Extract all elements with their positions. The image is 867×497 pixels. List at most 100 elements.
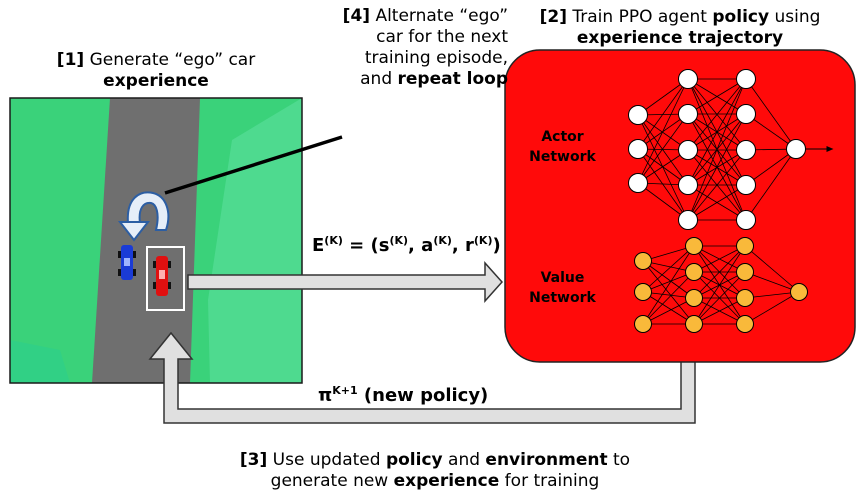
value-node bbox=[685, 237, 703, 255]
step-3-text-a: Use updated bbox=[267, 450, 386, 470]
step-4-caption: [4] Alternate “ego” car for the next tra… bbox=[288, 6, 508, 90]
actor-connection bbox=[637, 148, 689, 221]
actor-node bbox=[736, 175, 756, 195]
value-connection bbox=[744, 271, 800, 293]
actor-node bbox=[736, 104, 756, 124]
value-node bbox=[736, 263, 754, 281]
actor-connection bbox=[687, 113, 747, 221]
eq-s-sup: (K) bbox=[389, 234, 409, 247]
step-2-caption: [2] Train PPO agent policy using experie… bbox=[505, 7, 855, 49]
value-node bbox=[790, 283, 808, 301]
ego-highlight-box bbox=[146, 246, 185, 311]
value-network bbox=[634, 237, 808, 333]
actor-connection bbox=[745, 148, 797, 186]
environment-panel bbox=[9, 97, 303, 384]
step-4-line-1: Alternate “ego” bbox=[370, 6, 508, 26]
pointer-line bbox=[164, 135, 343, 195]
value-node bbox=[736, 289, 754, 307]
actor-connection bbox=[637, 114, 689, 221]
new-policy-label: πK+1 (new policy) bbox=[318, 384, 488, 406]
value-connection bbox=[693, 245, 746, 299]
value-network-label: Value Network bbox=[520, 268, 605, 308]
step-3-text-c: to bbox=[607, 450, 631, 470]
eq-a: , a bbox=[408, 235, 434, 256]
actor-connection bbox=[637, 78, 689, 184]
actor-node bbox=[736, 210, 756, 230]
actor-node bbox=[628, 105, 648, 125]
step-3-text-d: generate new bbox=[270, 471, 394, 491]
actor-connection bbox=[637, 78, 689, 116]
eq-r-sup: (K) bbox=[473, 234, 493, 247]
agent-panel bbox=[504, 49, 856, 363]
actor-node bbox=[678, 69, 698, 89]
step-2-emphasis: experience trajectory bbox=[576, 28, 784, 48]
actor-node bbox=[736, 69, 756, 89]
actor-node bbox=[678, 140, 698, 160]
step-3-number: [3] bbox=[239, 450, 268, 470]
actor-connection bbox=[687, 78, 747, 186]
actor-node bbox=[678, 210, 698, 230]
value-node bbox=[736, 315, 754, 333]
actor-connection bbox=[637, 148, 689, 186]
actor-node bbox=[786, 139, 806, 159]
environment-border bbox=[9, 97, 303, 384]
value-connection bbox=[642, 271, 695, 293]
value-node bbox=[634, 283, 652, 301]
swap-arrow-icon bbox=[117, 191, 170, 242]
value-label-line-1: Value bbox=[540, 270, 585, 286]
grass-patch bbox=[10, 340, 70, 383]
value-connection bbox=[642, 260, 695, 299]
ego-car-icon bbox=[153, 256, 171, 296]
pi-symbol: π bbox=[318, 385, 333, 406]
experience-equation: E(K) = (s(K), a(K), r(K)) bbox=[312, 234, 501, 256]
policy-feedback-arrow bbox=[148, 331, 696, 424]
value-node bbox=[736, 237, 754, 255]
value-connection bbox=[744, 291, 800, 299]
actor-connection bbox=[637, 114, 689, 151]
value-connection bbox=[642, 291, 695, 325]
actor-connection bbox=[687, 149, 747, 221]
value-connection bbox=[642, 271, 695, 325]
step-2-text-a: Train PPO agent bbox=[566, 7, 713, 27]
actor-connection bbox=[687, 78, 747, 221]
eq-e-sup: (K) bbox=[324, 234, 343, 247]
actor-label-line-2: Network bbox=[529, 149, 596, 165]
value-node bbox=[685, 315, 703, 333]
step-4-emphasis: repeat loop bbox=[397, 69, 508, 89]
eq-a-sup: (K) bbox=[433, 234, 452, 247]
step-3-caption: [3] Use updated policy and environment t… bbox=[160, 450, 710, 492]
actor-connection bbox=[637, 182, 689, 221]
eq-s: = (s bbox=[342, 235, 390, 256]
other-car-icon bbox=[118, 245, 136, 280]
step-3-policy: policy bbox=[385, 450, 443, 470]
actor-connection bbox=[687, 78, 747, 151]
actor-connection bbox=[745, 148, 797, 221]
actor-node bbox=[678, 175, 698, 195]
actor-connection bbox=[745, 78, 797, 150]
step-4-line-4: and bbox=[360, 69, 398, 89]
eq-close: ) bbox=[492, 235, 501, 256]
step-3-text-b: and bbox=[442, 450, 486, 470]
step-1-text: Generate “ego” car bbox=[84, 50, 256, 70]
step-4-number: [4] bbox=[342, 6, 371, 26]
step-2-policy: policy bbox=[712, 7, 770, 27]
step-4-line-3: training episode, bbox=[364, 48, 508, 68]
actor-node bbox=[678, 104, 698, 124]
eq-r: , r bbox=[451, 235, 474, 256]
road bbox=[92, 98, 200, 383]
value-connection bbox=[744, 291, 800, 325]
actor-connection bbox=[637, 114, 689, 186]
actor-node bbox=[628, 139, 648, 159]
step-3-text-e: for training bbox=[499, 471, 600, 491]
step-1-emphasis: experience bbox=[103, 71, 209, 91]
value-connection bbox=[642, 245, 695, 325]
value-connection bbox=[693, 271, 746, 325]
actor-label-line-1: Actor bbox=[541, 129, 584, 145]
value-node bbox=[685, 263, 703, 281]
value-node bbox=[685, 289, 703, 307]
eq-e: E bbox=[312, 235, 325, 256]
step-3-experience: experience bbox=[393, 471, 500, 491]
value-connection bbox=[642, 260, 695, 325]
value-label-line-2: Network bbox=[529, 290, 596, 306]
